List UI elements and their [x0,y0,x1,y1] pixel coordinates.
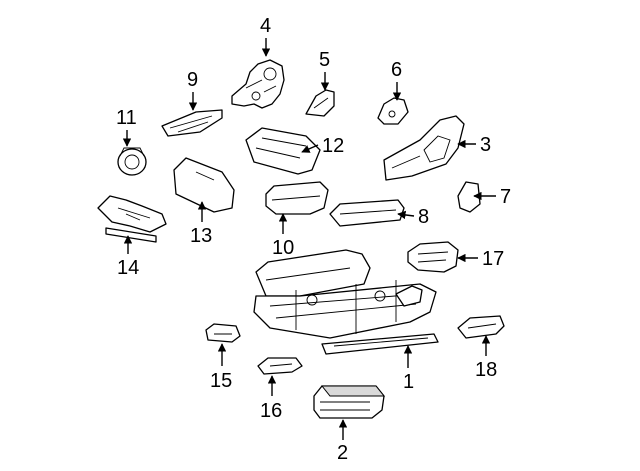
part-10-cushion-pad [265,181,329,215]
callout-11: 11 [116,107,137,129]
callout-5: 5 [319,49,330,71]
callout-14: 14 [117,257,139,279]
callout-2: 2 [337,442,348,464]
leader-lines [122,38,496,440]
callout-13: 13 [190,225,212,247]
callout-1: 1 [403,371,414,393]
part-5-cover [305,89,335,117]
part-8-trim-rail [329,199,405,227]
part-7-end-cap [457,181,481,213]
part-14-harness-bracket [97,195,167,243]
part-3-side-shield [383,115,465,181]
part-1-seat-frame [253,249,439,355]
callout-18: 18 [475,359,497,381]
part-4-recliner-bracket [231,59,285,109]
callout-9: 9 [187,69,198,91]
callout-6: 6 [391,59,402,81]
callout-16: 16 [260,400,282,422]
part-11-motor [117,147,147,176]
callout-17: 17 [482,248,504,270]
part-13-cover-sheet [173,157,235,213]
callout-10: 10 [272,237,294,259]
part-16-clip [257,357,303,375]
part-6-bracket [377,97,409,125]
part-18-bracket [457,315,505,339]
callout-8: 8 [418,206,429,228]
part-2-control-module [313,385,386,419]
callout-7: 7 [500,186,511,208]
callout-3: 3 [480,134,491,156]
part-12-cushion-panel [245,127,321,175]
part-17-module-bracket [407,241,459,273]
callout-15: 15 [210,370,232,392]
part-15-connector [205,323,241,343]
callout-4: 4 [260,15,271,37]
callout-labels: 1 2 3 4 5 6 7 8 9 10 11 12 13 14 15 16 1… [116,15,511,464]
callout-12: 12 [322,135,344,157]
part-9-track-bracket [161,109,223,137]
